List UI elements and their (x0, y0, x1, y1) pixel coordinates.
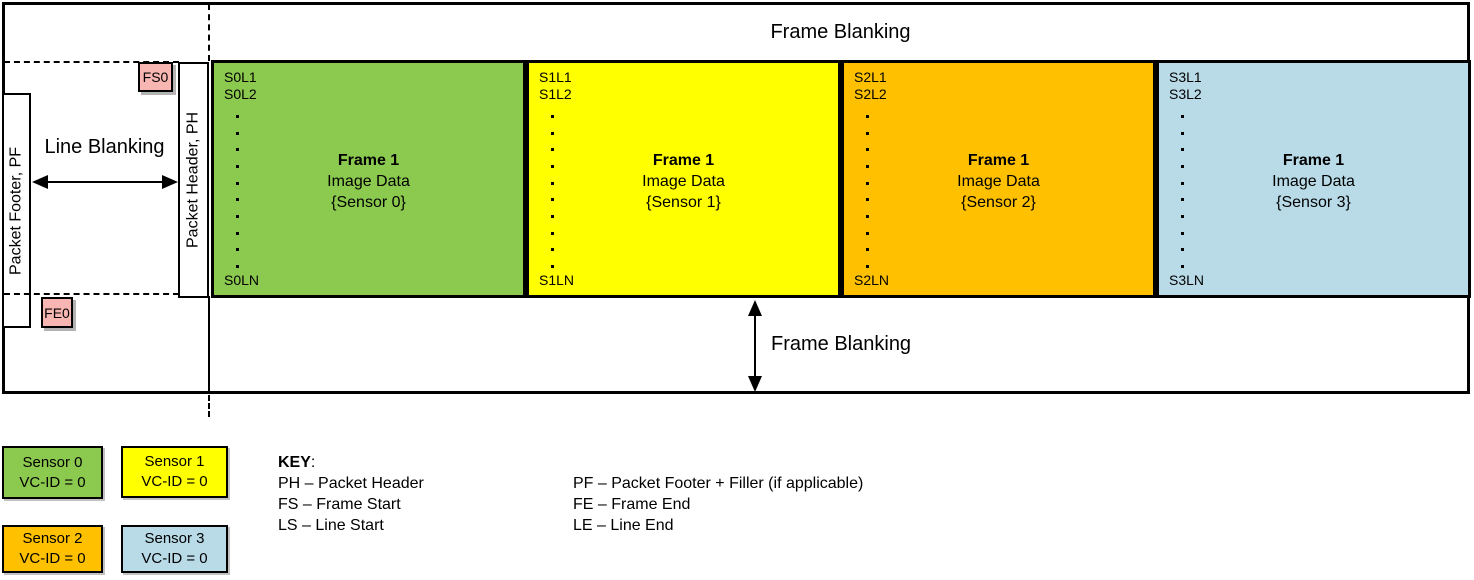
arrow-down-head-icon (748, 376, 762, 392)
key-right-column: PF – Packet Footer + Filler (if applicab… (573, 473, 863, 536)
frame-caption: Frame 1 Image Data {Sensor 2} (844, 150, 1153, 213)
frame-title: Frame 1 (652, 152, 715, 169)
frame-start-row-dashed-line (4, 61, 179, 63)
line-label-first: S2L1 (854, 69, 887, 85)
ellipsis-dots (545, 115, 559, 268)
frame-end-row-dashed-line (4, 293, 179, 295)
legend-sensor-3: Sensor 3 VC-ID = 0 (121, 525, 228, 573)
arrow-shaft (754, 302, 756, 390)
frame-line-labels: S1L1 S1L2 (539, 69, 572, 103)
frame-subtitle: Image Data (642, 173, 725, 190)
frame-subtitle: Image Data (957, 173, 1040, 190)
frame-title: Frame 1 (1282, 152, 1345, 169)
frame-start-dashed-line (208, 4, 210, 61)
frame-subtitle: Image Data (1272, 173, 1355, 190)
line-label-last: S1LN (539, 272, 575, 288)
packet-header-box: Packet Header, PH (178, 62, 209, 298)
ellipsis-dots (1175, 115, 1189, 268)
frame-start-tag: FS0 (138, 62, 173, 92)
frame-title: Frame 1 (967, 152, 1030, 169)
arrow-shaft (34, 181, 176, 183)
legend-sensor-label: Sensor 1 (144, 453, 205, 470)
frame-blanking-arrow-icon (747, 300, 763, 392)
line-label-first: S0L1 (224, 69, 257, 85)
frame-end-tag: FE0 (41, 297, 73, 328)
ellipsis-dots (860, 115, 874, 268)
key-title-text: KEY (278, 454, 311, 471)
line-label-second: S3L2 (1169, 86, 1202, 102)
frame-line-labels: S3L1 S3L2 (1169, 69, 1202, 103)
frame-caption: Frame 1 Image Data {Sensor 0} (214, 150, 523, 213)
legend-sensor-label: Sensor 0 (22, 453, 83, 471)
line-label-second: S2L2 (854, 86, 887, 102)
frame-start-tag-label: FS0 (142, 69, 169, 85)
line-blanking-label: Line Blanking (44, 136, 165, 158)
legend-vc-id: VC-ID = 0 (141, 473, 208, 490)
legend-vc-id: VC-ID = 0 (19, 473, 86, 491)
frame-line-labels: S2L1 S2L2 (854, 69, 887, 103)
packet-footer-label: Packet Footer, PF (7, 146, 25, 275)
key-item-fe: FE – Frame End (573, 496, 691, 513)
frame-line-labels: S0L1 S0L2 (224, 69, 257, 103)
line-label-first: S3L1 (1169, 69, 1202, 85)
legend-sensor-2: Sensor 2 VC-ID = 0 (2, 525, 103, 573)
line-label-last: S2LN (854, 272, 890, 288)
line-label-first: S1L1 (539, 69, 572, 85)
line-label-last: S0LN (224, 272, 260, 288)
frame-boundary-dashed-line-below (208, 395, 210, 417)
frame-sensor-name: {Sensor 0} (331, 194, 406, 211)
key-item-pf: PF – Packet Footer + Filler (if applicab… (573, 475, 864, 492)
line-label-second: S0L2 (224, 86, 257, 102)
line-label-second: S1L2 (539, 86, 572, 102)
frame-caption: Frame 1 Image Data {Sensor 1} (529, 150, 838, 213)
frame-subtitle: Image Data (327, 173, 410, 190)
frame-end-tag-label: FE0 (44, 304, 70, 321)
packet-header-label: Packet Header, PH (184, 111, 202, 249)
frame-sensor-name: {Sensor 1} (646, 194, 721, 211)
line-label-last: S3LN (1169, 272, 1205, 288)
frame-sensor-0: S0L1 S0L2 Frame 1 Image Data {Sensor 0} … (211, 60, 526, 298)
frame-sensor-name: {Sensor 2} (961, 194, 1036, 211)
image-data-frames-row: S0L1 S0L2 Frame 1 Image Data {Sensor 0} … (211, 60, 1471, 298)
frame-sensor-3: S3L1 S3L2 Frame 1 Image Data {Sensor 3} … (1156, 60, 1471, 298)
key-item-ls: LS – Line Start (278, 517, 384, 534)
frame-blanking-top-label: Frame Blanking (770, 21, 911, 43)
frames-left-boundary-line (208, 296, 210, 392)
arrow-right-head-icon (162, 175, 178, 189)
key-title-colon: : (310, 454, 316, 471)
ellipsis-dots (230, 115, 244, 268)
key-item-fs: FS – Frame Start (278, 496, 401, 513)
line-blanking-arrow-icon (32, 174, 178, 190)
legend-sensor-0: Sensor 0 VC-ID = 0 (2, 446, 103, 499)
key-title: KEY: (278, 452, 424, 473)
frame-sensor-1: S1L1 S1L2 Frame 1 Image Data {Sensor 1} … (526, 60, 841, 298)
frame-blanking-bottom-label: Frame Blanking (771, 333, 912, 355)
frame-sensor-2: S2L1 S2L2 Frame 1 Image Data {Sensor 2} … (841, 60, 1156, 298)
key-item-le: LE – Line End (573, 517, 674, 534)
legend-vc-id: VC-ID = 0 (19, 550, 86, 567)
legend-vc-id: VC-ID = 0 (141, 550, 208, 567)
key-left-column: KEY: PH – Packet Header FS – Frame Start… (278, 452, 424, 536)
frame-title: Frame 1 (337, 152, 400, 169)
frame-caption: Frame 1 Image Data {Sensor 3} (1159, 150, 1468, 213)
key-item-ph: PH – Packet Header (278, 475, 424, 492)
frame-sensor-name: {Sensor 3} (1276, 194, 1351, 211)
legend-sensor-label: Sensor 2 (22, 530, 83, 547)
legend-sensor-label: Sensor 3 (144, 530, 205, 547)
legend-sensor-1: Sensor 1 VC-ID = 0 (121, 446, 228, 498)
